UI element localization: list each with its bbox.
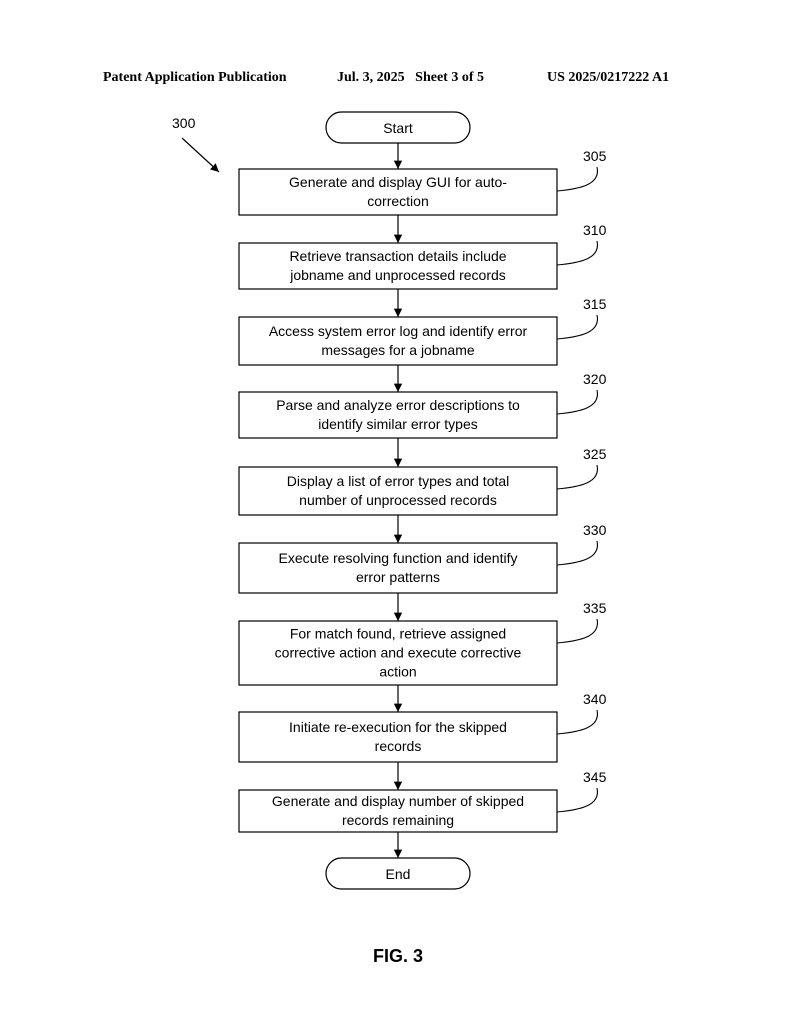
process-box xyxy=(238,542,558,594)
ref-leader-line xyxy=(556,618,598,644)
step-ref-number: 310 xyxy=(583,222,607,238)
process-step-325: Display a list of error types and total n… xyxy=(238,446,607,516)
step-ref-number: 325 xyxy=(583,446,607,462)
ref-leader-line xyxy=(556,166,598,192)
ref-leader-line xyxy=(556,787,598,813)
process-step-310: Retrieve transaction details include jobn… xyxy=(238,222,607,290)
process-step-305: Generate and display GUI for auto-correc… xyxy=(238,148,607,216)
process-box xyxy=(238,466,558,516)
step-text-line: error patterns xyxy=(356,569,440,585)
step-text-line: records remaining xyxy=(342,812,454,828)
step-text-line: Parse and analyze error descriptions to xyxy=(276,397,520,413)
step-text-line: number of unprocessed records xyxy=(299,492,497,508)
end-label: End xyxy=(386,866,411,882)
step-text-line: messages for a jobname xyxy=(321,342,475,358)
step-text-line: Generate and display GUI for auto- xyxy=(289,174,507,190)
process-box xyxy=(238,168,558,216)
step-text-line: Display a list of error types and total xyxy=(287,473,510,489)
ref-leader-line xyxy=(556,314,598,340)
process-step-335: For match found, retrieve assigned correc… xyxy=(238,600,607,686)
process-step-345: Generate and display number of skipped re… xyxy=(238,769,607,833)
step-text-line: corrective action and execute corrective xyxy=(275,645,522,661)
publication-number: US 2025/0217222 A1 xyxy=(547,70,670,85)
process-box xyxy=(238,242,558,290)
step-text-line: jobname and unprocessed records xyxy=(289,267,506,283)
step-text-line: correction xyxy=(367,193,428,209)
process-box xyxy=(238,789,558,833)
ref-leader-line xyxy=(556,464,598,490)
process-box xyxy=(238,391,558,439)
figure-ref-arrow xyxy=(181,137,220,173)
process-step-330: Execute resolving function and identify e… xyxy=(238,522,607,594)
step-ref-number: 315 xyxy=(583,296,607,312)
process-step-340: Initiate re-execution for the skipped rec… xyxy=(238,691,607,763)
date-sheet-label: Jul. 3, 2025 Sheet 3 of 5 xyxy=(337,70,484,85)
step-ref-number: 340 xyxy=(583,691,607,707)
step-ref-number: 345 xyxy=(583,769,607,785)
end-terminal: End xyxy=(325,857,471,890)
process-box xyxy=(238,316,558,366)
step-text-line: Execute resolving function and identify xyxy=(279,550,518,566)
step-text-line: For match found, retrieve assigned xyxy=(290,626,506,642)
start-label: Start xyxy=(383,120,413,136)
step-text-line: Retrieve transaction details include xyxy=(289,248,506,264)
step-text-line: records xyxy=(375,738,422,754)
publication-label: Patent Application Publication xyxy=(103,70,287,85)
ref-leader-line xyxy=(556,389,598,415)
figure-ref-300: 300 xyxy=(172,115,196,131)
ref-leader-line xyxy=(556,709,598,735)
figure-label: FIG. 3 xyxy=(373,946,423,966)
step-ref-number: 305 xyxy=(583,148,607,164)
step-text-line: Generate and display number of skipped xyxy=(272,793,524,809)
process-box xyxy=(238,711,558,763)
step-ref-number: 330 xyxy=(583,522,607,538)
ref-leader-line xyxy=(556,240,598,266)
process-step-315: Access system error log and identify err… xyxy=(238,296,607,366)
step-ref-number: 320 xyxy=(583,371,607,387)
patent-header: Patent Application Publication Jul. 3, 2… xyxy=(0,70,794,90)
start-terminal: Start xyxy=(325,111,471,144)
step-text-line: action xyxy=(379,664,416,680)
process-step-320: Parse and analyze error descriptions to i… xyxy=(238,371,607,439)
process-box xyxy=(238,620,558,686)
step-text-line: identify similar error types xyxy=(318,416,478,432)
ref-leader-line xyxy=(556,540,598,566)
step-ref-number: 335 xyxy=(583,600,607,616)
step-text-line: Access system error log and identify err… xyxy=(269,323,528,339)
step-text-line: Initiate re-execution for the skipped xyxy=(289,719,507,735)
